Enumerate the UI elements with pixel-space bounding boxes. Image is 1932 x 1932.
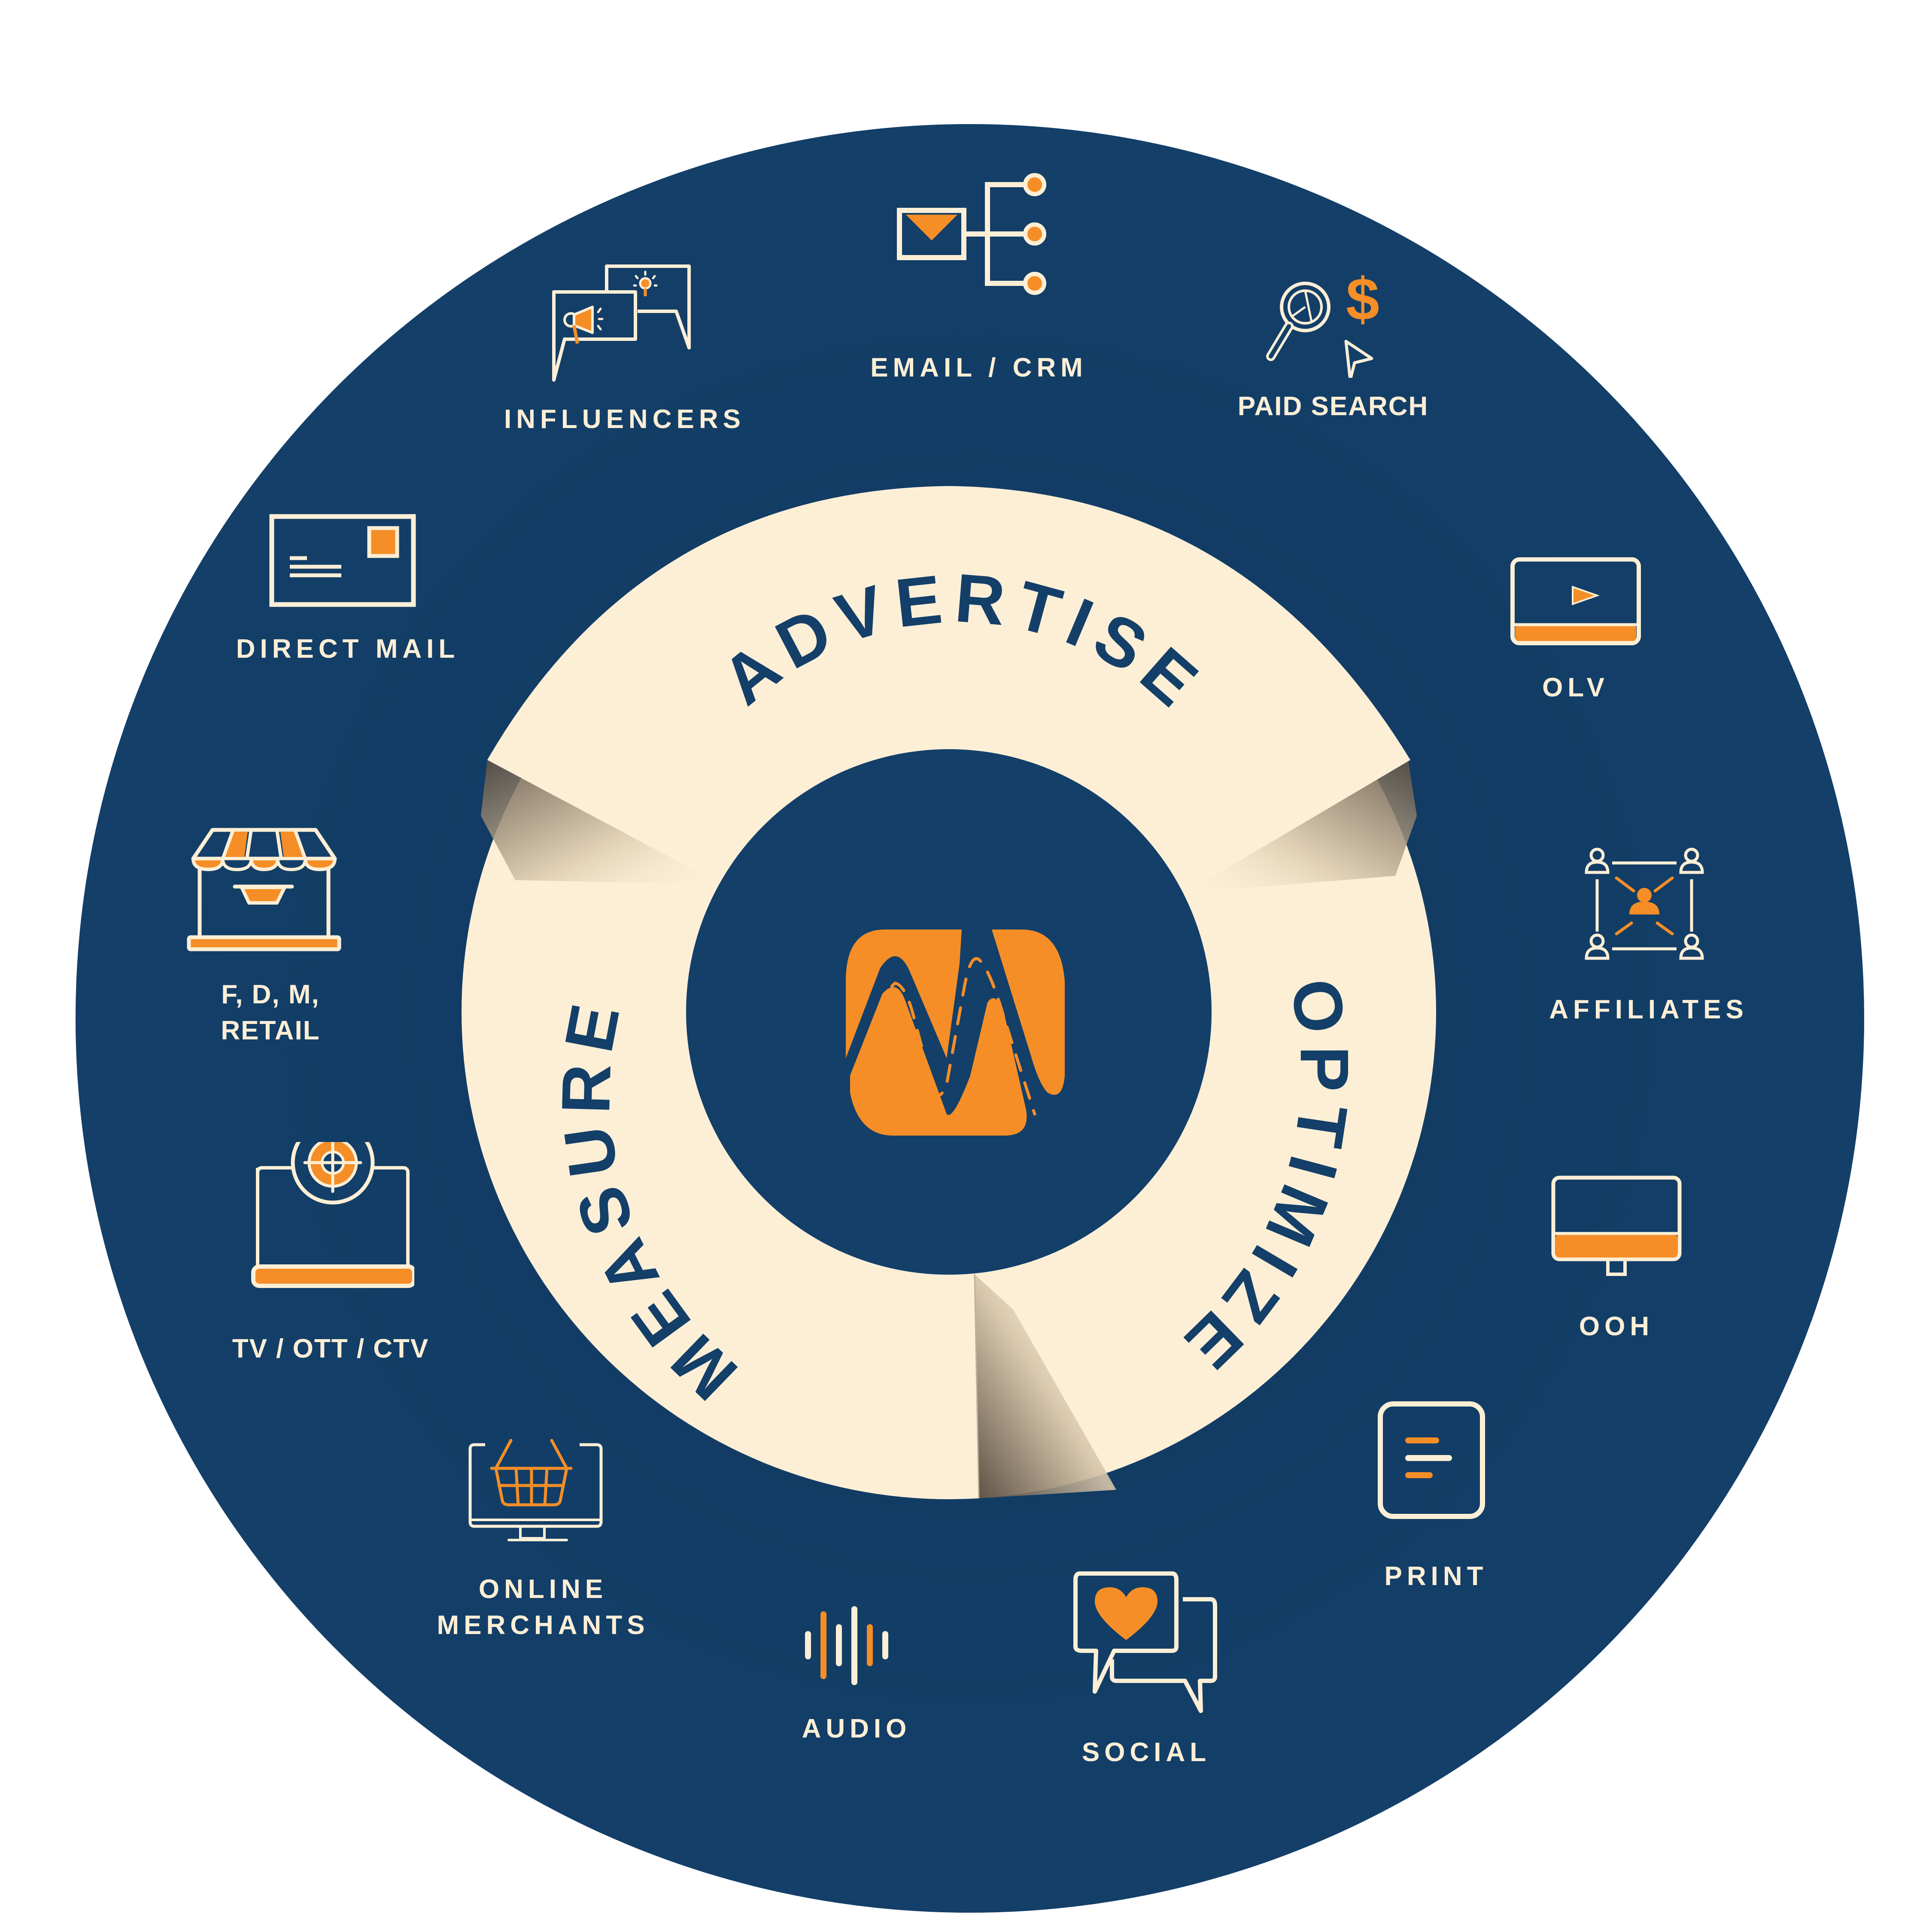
channel-label-social: SOCIAL	[1081, 1738, 1211, 1767]
svg-text:$: $	[1346, 266, 1379, 333]
channel-label-direct-mail: DIRECT MAIL	[236, 634, 460, 664]
channel-label-ooh: OOH	[1579, 1312, 1654, 1341]
billboard-screen-icon	[1551, 1176, 1682, 1276]
postcard-icon	[269, 514, 416, 607]
audio-waveform-icon	[805, 1606, 888, 1685]
channel-label-affiliates: AFFILIATES	[1549, 995, 1748, 1024]
influencer-chat-megaphone-icon	[552, 264, 691, 382]
channel-label-olv: OLV	[1542, 673, 1609, 702]
channel-label-tv-ott-ctv: TV / OTT / CTV	[232, 1334, 429, 1364]
tv-target-icon	[251, 1142, 414, 1288]
storefront-icon	[187, 828, 341, 951]
channel-label-influencers: INFLUENCERS	[504, 404, 745, 434]
channel-label-fdm-retail: F, D, M, RETAIL	[221, 980, 320, 1045]
affiliates-network-icon	[1585, 848, 1704, 960]
social-chat-heart-icon	[1073, 1571, 1217, 1713]
channel-label-online-merchants: ONLINE MERCHANTS	[437, 1574, 650, 1640]
channel-label-print: PRINT	[1384, 1561, 1488, 1591]
channel-label-email-crm: EMAIL / CRM	[870, 353, 1088, 383]
print-document-icon	[1378, 1401, 1485, 1519]
online-video-play-icon	[1510, 557, 1641, 645]
channel-label-paid-search: PAID SEARCH	[1237, 392, 1429, 421]
paid-search-magnifier-dollar-icon: $	[1266, 266, 1379, 378]
email-crm-network-icon	[897, 173, 1046, 295]
advertise-segment	[487, 486, 1410, 893]
online-basket-monitor-icon	[468, 1439, 603, 1541]
channel-label-audio: AUDIO	[802, 1714, 911, 1744]
m-road-logo-icon	[846, 930, 1065, 1136]
